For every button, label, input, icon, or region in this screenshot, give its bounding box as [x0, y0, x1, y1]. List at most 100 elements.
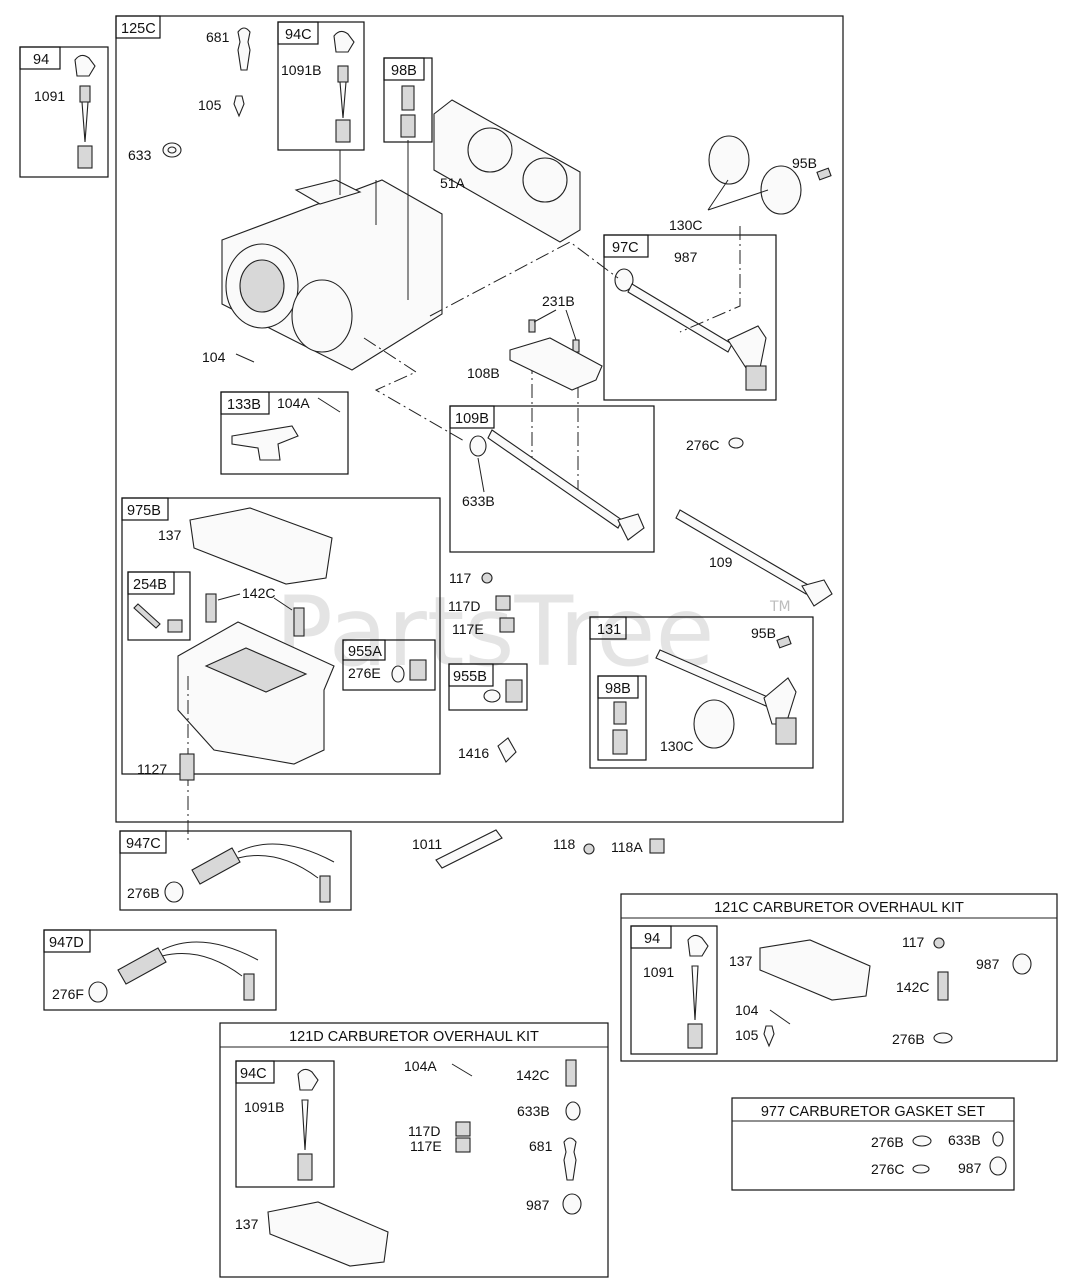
kit-977-title: 977 CARBURETOR GASKET SET	[761, 1104, 985, 1120]
float-valve-icon	[333, 30, 355, 53]
label-137: 137	[235, 1216, 259, 1232]
throttle-plate-icon	[693, 699, 735, 749]
solenoid-icon	[191, 847, 241, 885]
group-975b-tag	[121, 497, 169, 521]
group-131: 131 95B 98B 130C	[589, 616, 814, 769]
group-133b-label: 133B	[227, 397, 261, 413]
leader-line	[477, 457, 485, 493]
label-276e: 276E	[348, 665, 381, 681]
needle-icon	[301, 1099, 309, 1151]
label-108b: 108B	[467, 365, 500, 381]
gasket-plate-icon	[433, 99, 581, 243]
group-94c: 94C 1091B	[277, 21, 365, 151]
label-117e: 117E	[452, 621, 484, 637]
seal-987-icon	[1012, 953, 1032, 975]
group-947d-frame	[43, 929, 277, 1011]
group-94-frame	[19, 46, 109, 178]
jet-118-icon	[583, 843, 595, 855]
label-137: 137	[158, 527, 182, 543]
lever-icon	[727, 325, 767, 369]
kit-977-frame	[731, 1097, 1015, 1191]
jet-142c-icon	[293, 607, 305, 637]
kit-121d-94c-tag	[235, 1060, 275, 1084]
plate-108b-icon	[509, 337, 603, 391]
jet-105-icon	[233, 95, 245, 118]
shaft-109-lever-icon	[801, 579, 833, 607]
label-137: 137	[729, 953, 753, 969]
seal-987-icon	[562, 1193, 582, 1215]
label-118a: 118A	[611, 839, 643, 855]
linkage-131-icon	[775, 717, 797, 745]
alignment-line	[679, 226, 741, 333]
label-987: 987	[526, 1197, 550, 1213]
group-133b-frame	[220, 391, 349, 475]
lever-131-icon	[763, 677, 797, 725]
label-104: 104	[202, 349, 226, 365]
label-95b: 95B	[792, 155, 817, 171]
kit-121d: 121D CARBURETOR OVERHAUL KIT 94C 1091B 1…	[219, 1022, 609, 1278]
label-117d: 117D	[408, 1123, 440, 1139]
label-117e: 117E	[410, 1138, 442, 1154]
alignment-line	[531, 360, 579, 494]
label-104a: 104A	[404, 1058, 437, 1074]
label-1416: 1416	[458, 745, 489, 761]
spring-icon	[77, 145, 93, 169]
solenoid-wire-icon	[161, 941, 259, 977]
spring-icon	[400, 114, 416, 138]
label-633b: 633B	[948, 1132, 981, 1148]
label-142c: 142C	[242, 585, 275, 601]
screw-icon	[528, 319, 536, 333]
seal-633b-icon	[565, 1101, 581, 1121]
group-975b-frame	[121, 497, 441, 775]
float-valve-icon	[687, 934, 709, 957]
label-276c: 276C	[871, 1161, 904, 1177]
seal-633b-icon	[992, 1131, 1004, 1147]
jet-142c-icon	[205, 593, 217, 623]
gasket-137-icon	[267, 1201, 389, 1267]
label-117: 117	[902, 934, 925, 950]
jet-118a-icon	[649, 838, 665, 854]
seal-633-hole-icon	[167, 146, 177, 154]
group-97c-label: 97C	[612, 240, 639, 256]
label-1011: 1011	[412, 836, 442, 852]
solenoid-terminal-icon	[243, 973, 255, 1001]
carb-top-icon	[294, 179, 362, 205]
needle-tip-icon	[339, 81, 347, 119]
group-133b-tag	[220, 391, 270, 415]
gasket-bore-icon	[467, 127, 513, 173]
label-1091b: 1091B	[281, 62, 321, 78]
label-276b: 276B	[871, 1134, 904, 1150]
label-142c: 142C	[896, 979, 929, 995]
throttle-plate-icon	[760, 165, 802, 215]
group-94-tag	[19, 46, 61, 70]
group-94c-label: 94C	[285, 27, 312, 43]
seal-276b-icon	[933, 1032, 953, 1044]
pin-104-icon	[235, 353, 255, 363]
gasket-137-icon	[759, 939, 871, 1001]
leader-line	[339, 140, 409, 300]
needle-tip-icon	[81, 101, 89, 143]
screw-icon	[613, 701, 627, 725]
seal-987-icon	[989, 1156, 1007, 1176]
kit-121c-title: 121C CARBURETOR OVERHAUL KIT	[714, 900, 964, 916]
group-98b-131-tag	[597, 675, 639, 699]
float-valve-icon	[297, 1068, 319, 1091]
assembly-125c-tag	[115, 15, 161, 39]
needle-body-icon	[337, 65, 349, 83]
label-987: 987	[674, 249, 698, 265]
group-97c-frame	[603, 234, 777, 401]
group-947c-frame	[119, 830, 352, 911]
shaft-icon	[627, 283, 733, 353]
kit-121d-title: 121D CARBURETOR OVERHAUL KIT	[289, 1029, 539, 1045]
group-947d-label: 947D	[49, 935, 84, 951]
group-109b-tag	[449, 405, 495, 429]
group-947c-label: 947C	[126, 836, 161, 852]
spring-icon	[612, 729, 628, 755]
fuel-shutoff-icon	[237, 27, 251, 71]
throttle-plate-icon	[708, 135, 750, 185]
label-142c: 142C	[516, 1067, 549, 1083]
label-118: 118	[553, 836, 576, 852]
spring-254b-icon	[167, 619, 183, 633]
jet-105-icon	[763, 1025, 775, 1048]
